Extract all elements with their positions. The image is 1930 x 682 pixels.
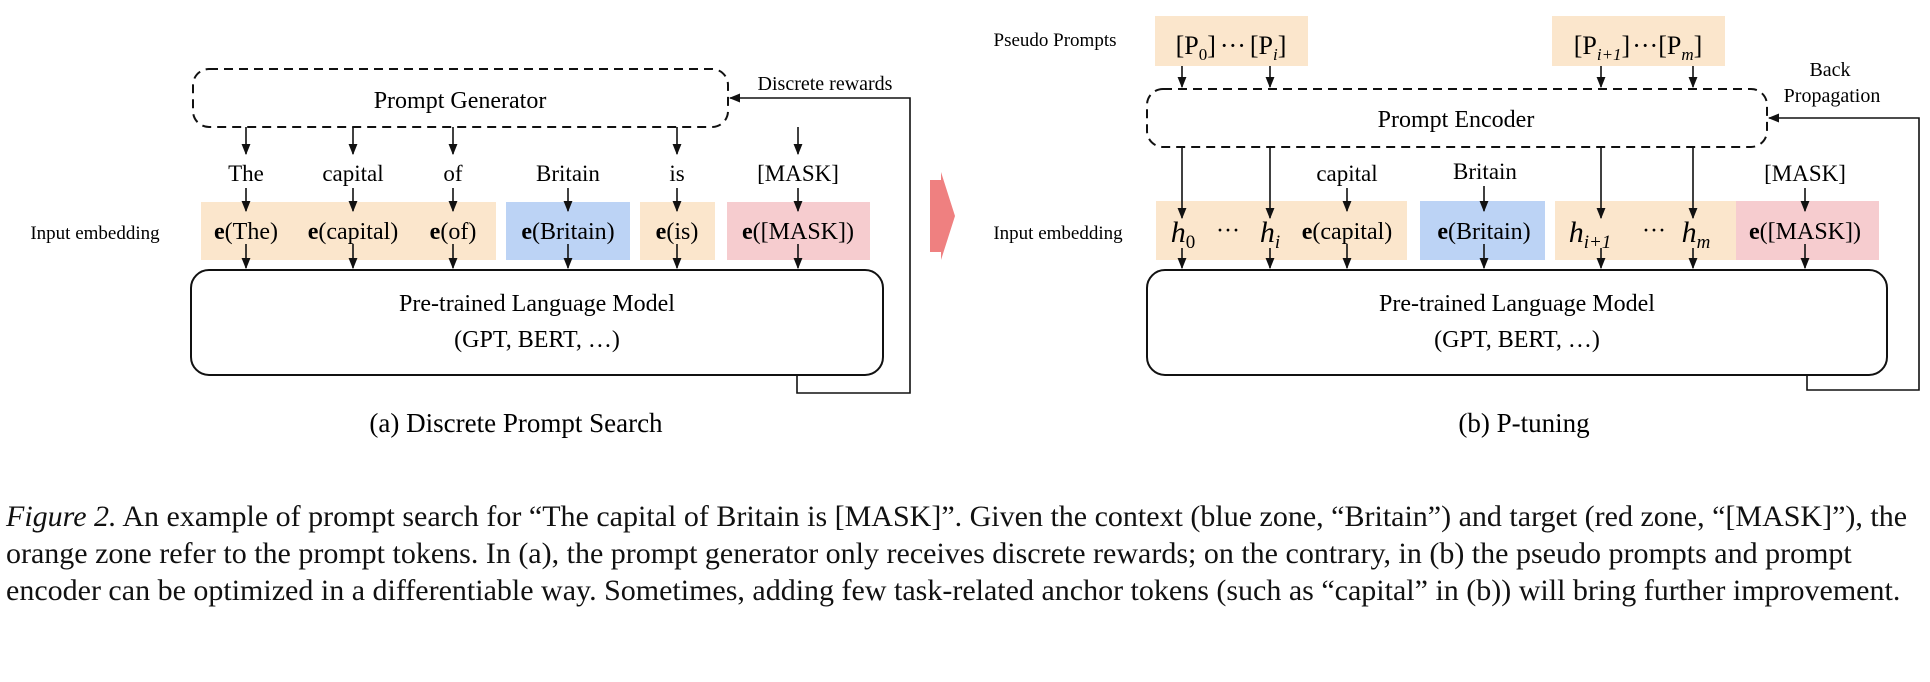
backprop-label-line2: Propagation bbox=[1784, 85, 1881, 107]
token-britain: Britain bbox=[536, 161, 600, 186]
pseudo-prompt-group-1: [P0]···[Pi] bbox=[1176, 31, 1287, 64]
pseudo-prompt-group-2: [Pi+1]···[Pm] bbox=[1574, 31, 1703, 64]
language-model-box-a bbox=[190, 269, 884, 376]
input-embedding-label-a: Input embedding bbox=[30, 223, 160, 244]
generator-arrows bbox=[241, 127, 803, 270]
p-tuning-arrows bbox=[1177, 66, 1810, 270]
panel-b-label: (b) P-tuning bbox=[1458, 408, 1589, 438]
pseudo-prompt-zone-1 bbox=[1155, 16, 1308, 66]
figure-diagram: Prompt Generator Discrete rewards Input … bbox=[30, 16, 1920, 438]
embedding-mask-b: e([MASK]) bbox=[1749, 219, 1861, 245]
token-mask-b: [MASK] bbox=[1764, 161, 1846, 186]
embedding-britain: e(Britain) bbox=[521, 219, 614, 245]
embedding-is: e(is) bbox=[656, 219, 699, 245]
token-is: is bbox=[669, 161, 684, 186]
reward-feedback-arrow bbox=[728, 93, 911, 394]
hidden-h0: h0 bbox=[1171, 216, 1196, 253]
prompt-generator-label: Prompt Generator bbox=[374, 88, 547, 114]
hidden-hi: hi bbox=[1260, 216, 1280, 253]
panel-a: Prompt Generator Discrete rewards Input … bbox=[30, 68, 911, 438]
model-title-a: Pre-trained Language Model bbox=[399, 291, 675, 317]
prompt-zone-b-2 bbox=[1555, 201, 1736, 260]
prompt-generator-box bbox=[192, 68, 729, 128]
figure-caption: Figure 2. An example of prompt search fo… bbox=[6, 498, 1926, 609]
input-embedding-label-b: Input embedding bbox=[993, 223, 1123, 244]
prompt-zone-b-1 bbox=[1156, 201, 1407, 260]
caption-label: Figure 2. bbox=[6, 500, 117, 533]
panel-transition-arrow bbox=[930, 172, 955, 260]
hidden-dots-2: ··· bbox=[1642, 218, 1666, 244]
token-britain-b: Britain bbox=[1453, 159, 1517, 184]
caption-text: An example of prompt search for “The cap… bbox=[6, 500, 1908, 607]
embedding-capital: e(capital) bbox=[308, 219, 399, 245]
model-subtitle-a: (GPT, BERT, …) bbox=[454, 327, 620, 353]
embedding-of: e(of) bbox=[430, 219, 477, 245]
pseudo-prompts-label: Pseudo Prompts bbox=[994, 30, 1117, 51]
embedding-britain-b: e(Britain) bbox=[1437, 219, 1530, 245]
token-capital: capital bbox=[322, 161, 383, 186]
embedding-the: e(The) bbox=[214, 219, 278, 245]
hidden-hi1: hi+1 bbox=[1569, 216, 1612, 253]
hidden-hm: hm bbox=[1682, 216, 1711, 253]
language-model-box-b bbox=[1146, 269, 1888, 376]
hidden-dots-1: ··· bbox=[1216, 218, 1240, 244]
prompt-encoder-label: Prompt Encoder bbox=[1378, 107, 1535, 133]
token-the: The bbox=[228, 161, 264, 186]
token-of: of bbox=[443, 161, 463, 186]
discrete-rewards-label: Discrete rewards bbox=[758, 73, 893, 95]
prompt-encoder-box bbox=[1146, 88, 1768, 148]
embedding-capital-b: e(capital) bbox=[1302, 219, 1393, 245]
embedding-mask: e([MASK]) bbox=[742, 219, 854, 245]
backprop-label-line1: Back bbox=[1809, 59, 1850, 81]
model-subtitle-b: (GPT, BERT, …) bbox=[1434, 327, 1600, 353]
anchor-token-capital: capital bbox=[1316, 161, 1377, 186]
panel-b: Pseudo Prompts [P0]···[Pi] [Pi+1]···[Pm]… bbox=[993, 16, 1920, 438]
model-title-b: Pre-trained Language Model bbox=[1379, 291, 1655, 317]
backprop-feedback-arrow bbox=[1767, 113, 1920, 391]
token-mask: [MASK] bbox=[757, 161, 839, 186]
panel-a-label: (a) Discrete Prompt Search bbox=[369, 408, 663, 438]
pseudo-prompt-zone-2 bbox=[1552, 16, 1725, 66]
